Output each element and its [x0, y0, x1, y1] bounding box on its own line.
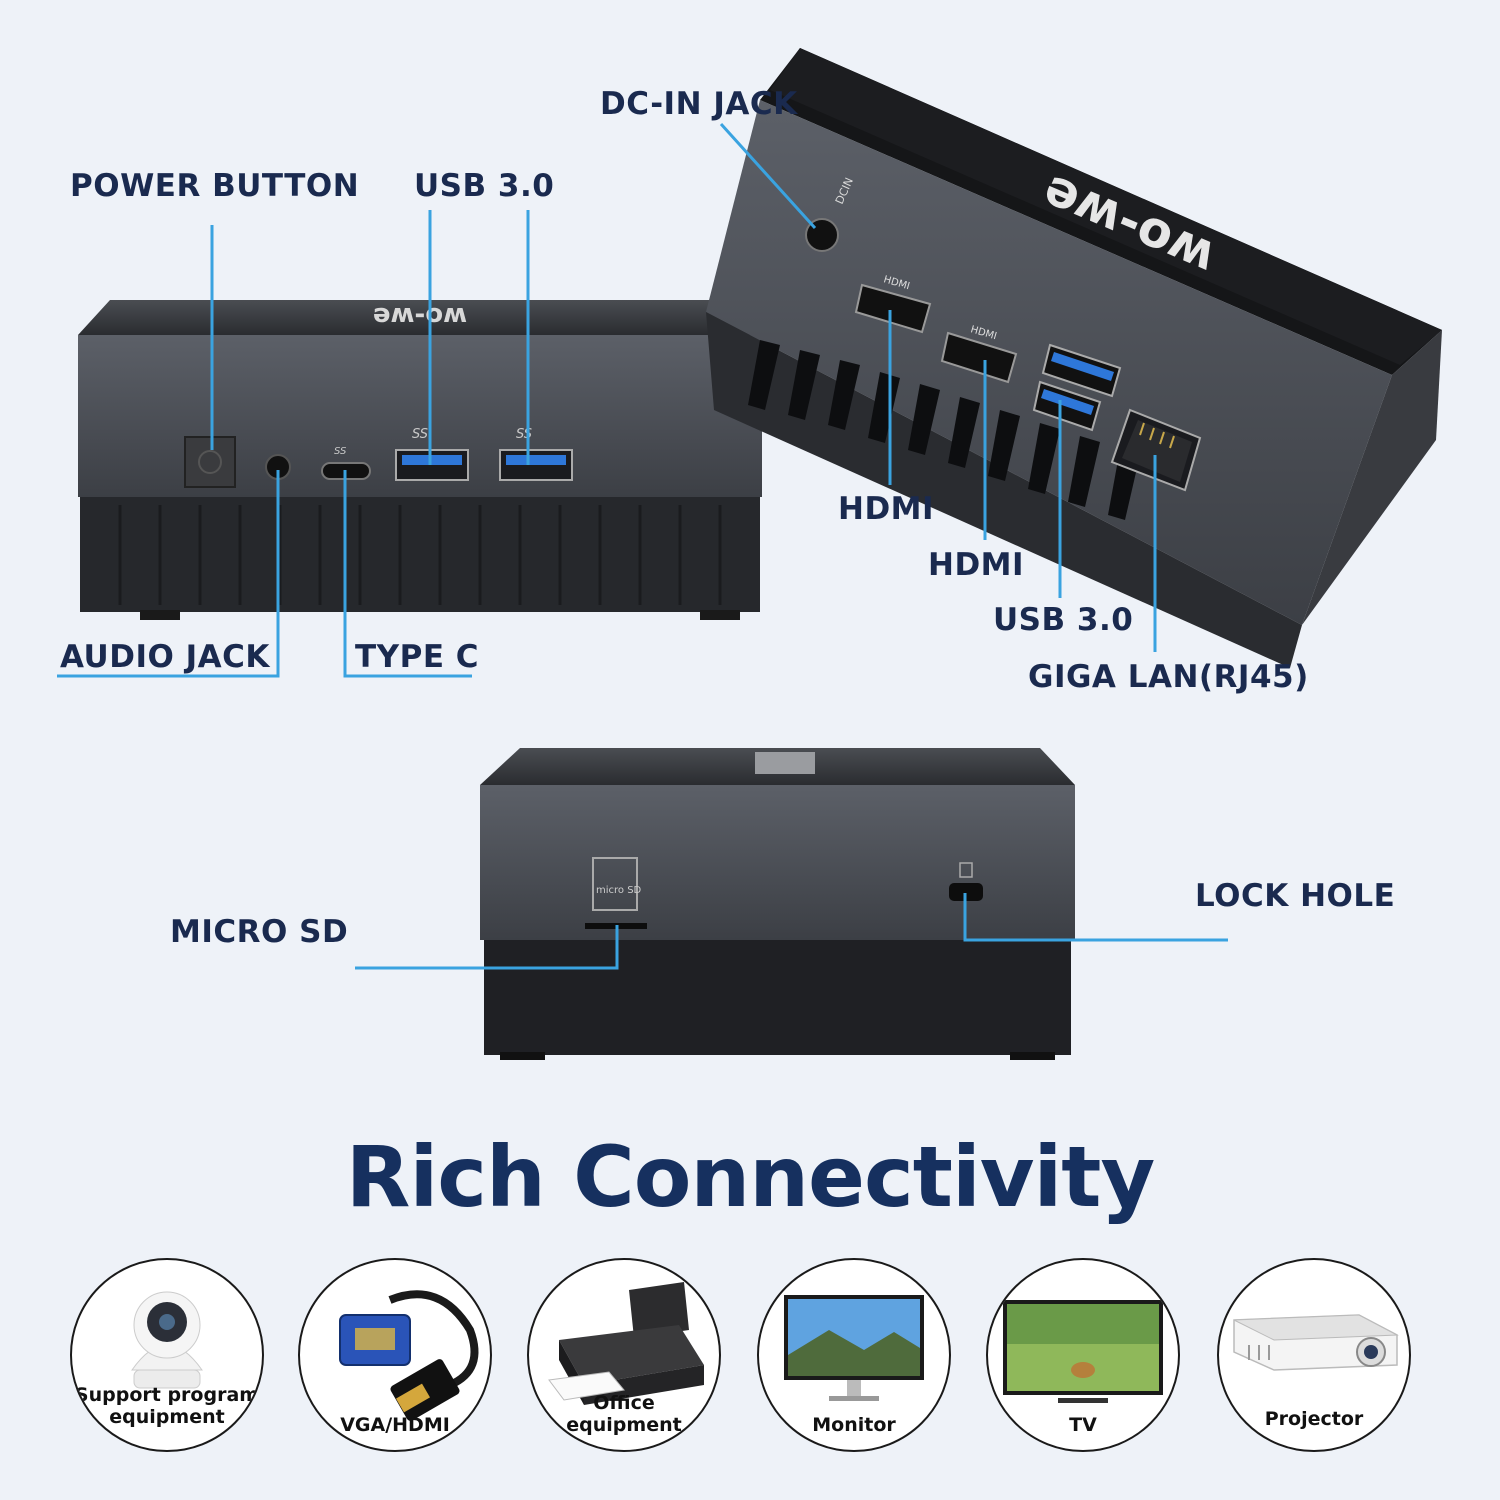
device-tv: TV — [986, 1258, 1180, 1452]
label-hdmi-1: HDMI — [838, 491, 935, 527]
label-type-c: TYPE C — [355, 639, 480, 675]
cable-icon — [339, 1290, 479, 1421]
device-label: TV — [1069, 1414, 1097, 1436]
device-cable: VGA/HDMI — [298, 1258, 492, 1452]
sd-mark: micro SD — [596, 885, 642, 896]
label-usb-front: USB 3.0 — [414, 168, 555, 204]
device-camera: Support program equipment — [70, 1258, 264, 1452]
label-hdmi-2: HDMI — [928, 547, 1025, 583]
device-label: equipment — [109, 1406, 225, 1428]
hdmi-port-2 — [940, 331, 1018, 384]
device-label: equipment — [566, 1414, 682, 1436]
hdmi-port-1 — [854, 283, 932, 334]
monitor-icon — [784, 1295, 924, 1401]
logo-text: wo-we — [373, 301, 467, 331]
label-lock-hole: LOCK HOLE — [1195, 878, 1396, 914]
label-audio-jack: AUDIO JACK — [60, 639, 270, 675]
device-label: Office — [593, 1392, 655, 1414]
power-button — [184, 436, 236, 488]
ss-mark: SS — [334, 446, 347, 457]
lock-hole — [949, 883, 983, 901]
device-label: Projector — [1264, 1408, 1364, 1430]
device-label: VGA/HDMI — [340, 1414, 450, 1436]
device-monitor: Monitor — [757, 1258, 951, 1452]
device-label: Monitor — [812, 1414, 896, 1436]
label-power-button: POWER BUTTON — [70, 168, 360, 204]
label-dc-in: DC-IN JACK — [600, 86, 798, 122]
ss-mark: SS — [412, 427, 428, 442]
front-unit: wo-we SS SS SS — [78, 300, 762, 620]
projector-icon — [1233, 1314, 1399, 1371]
label-usb-back: USB 3.0 — [993, 602, 1134, 638]
tv-icon — [1003, 1300, 1163, 1403]
device-printer: Office equipment — [527, 1258, 721, 1452]
headline: Rich Connectivity — [345, 1128, 1155, 1226]
leader-lines — [57, 122, 1228, 970]
label-micro-sd: MICRO SD — [170, 914, 349, 950]
micro-sd-icon — [592, 857, 638, 911]
camera-icon — [131, 1291, 203, 1389]
device-projector: Projector — [1217, 1258, 1411, 1452]
product-illustration: wo-we SS SS SS wo-we — [57, 48, 1442, 1060]
back-unit: wo-we DCIN HDMI HDMI — [706, 48, 1442, 668]
label-giga-lan: GIGA LAN(RJ45) — [1028, 659, 1309, 695]
lock-icon — [959, 862, 973, 878]
printer-icon — [548, 1282, 704, 1405]
device-label: Support program — [74, 1384, 260, 1406]
ss-mark: SS — [516, 427, 532, 442]
side-unit: micro SD — [480, 748, 1075, 1060]
